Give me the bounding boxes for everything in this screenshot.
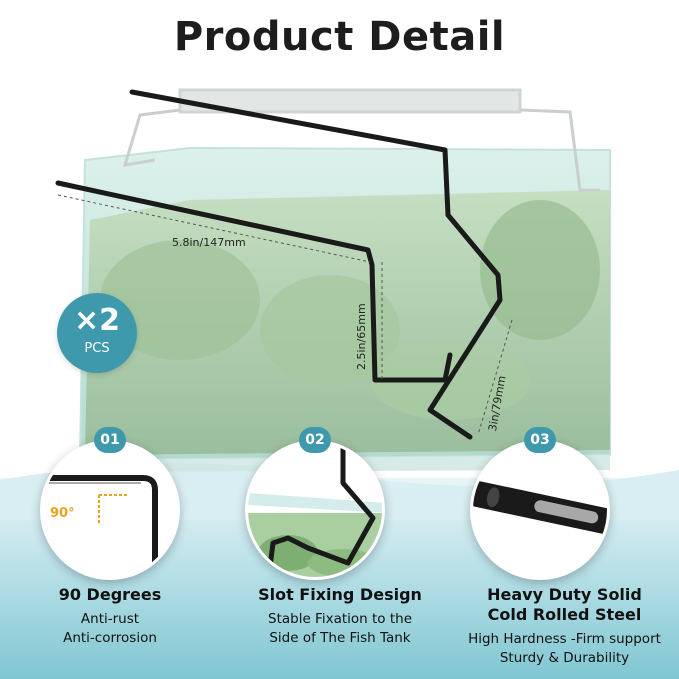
width-dimension-label: 5.8in/147mm xyxy=(172,236,246,249)
feature-description: Anti-rust Anti-corrosion xyxy=(0,610,220,648)
feature-description-line: Anti-corrosion xyxy=(63,630,157,646)
feature-description: Stable Fixation to the Side of The Fish … xyxy=(220,610,460,648)
feature-image-slot-fixing xyxy=(245,440,385,580)
feature-description-line: Side of The Fish Tank xyxy=(269,630,411,646)
dimension-lines xyxy=(57,194,513,436)
feature-description-line: High Hardness -Firm support xyxy=(468,631,661,647)
feature-title: 90 Degrees xyxy=(58,585,162,604)
feature-title-line: Cold Rolled Steel xyxy=(487,605,642,624)
bracket-rod-back xyxy=(129,89,503,440)
feature-description-line: Anti-rust xyxy=(80,611,140,627)
page-title: Product Detail xyxy=(173,14,506,60)
feature-image-90-degrees xyxy=(40,440,180,580)
feature-image-steel-rod xyxy=(470,440,610,580)
feature-description-line: Stable Fixation to the xyxy=(268,611,412,627)
feature-title: Heavy Duty Solid Cold Rolled Steel xyxy=(450,585,679,625)
height-dimension-label: 2.5in/65mm xyxy=(355,303,368,370)
feature-description: High Hardness -Firm support Sturdy & Dur… xyxy=(450,630,679,668)
angle-label: 90° xyxy=(50,506,75,521)
feature-number-badge: 02 xyxy=(299,427,331,453)
feature-description-line: Sturdy & Durability xyxy=(499,650,630,666)
quantity-value: ×2 xyxy=(73,303,120,338)
quantity-unit: PCS xyxy=(84,341,110,356)
feature-number-badge: 03 xyxy=(524,427,556,453)
quantity-badge: ×2 PCS xyxy=(57,293,137,373)
aquarium-tank xyxy=(78,146,611,472)
feature-title-line: Heavy Duty Solid xyxy=(487,585,642,604)
feature-title: Slot Fixing Design xyxy=(258,585,422,604)
bracket-rod-front xyxy=(55,180,453,383)
feature-number-badge: 01 xyxy=(94,427,126,453)
